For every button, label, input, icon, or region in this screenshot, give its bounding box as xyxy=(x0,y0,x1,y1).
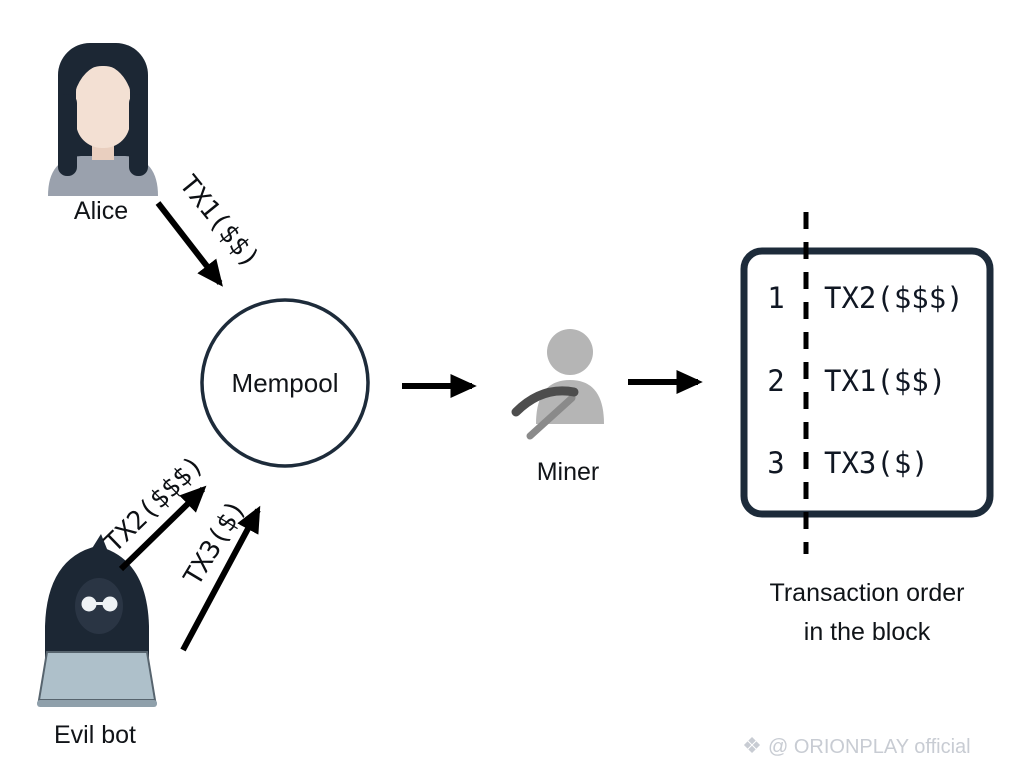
evil-bot-avatar-icon xyxy=(37,534,157,707)
watermark-label: @ ORIONPLAY official xyxy=(768,736,971,758)
block-row-3: 3 TX3($) xyxy=(767,446,929,480)
block-caption-line2: in the block xyxy=(804,618,931,646)
evil-bot-glasses-left xyxy=(81,596,97,612)
miner-head xyxy=(547,329,593,375)
arrow-evilbot-tx3-to-mempool xyxy=(180,505,261,652)
mempool-label: Mempool xyxy=(232,368,339,398)
block-row-3-order: 3 xyxy=(767,446,784,480)
evil-bot-glasses-bridge xyxy=(94,602,103,605)
alice-bangs xyxy=(75,58,131,92)
evil-bot-laptop-icon xyxy=(37,651,157,701)
pickaxe-blade-icon xyxy=(511,386,579,417)
block-row-1-order: 1 xyxy=(767,281,784,315)
block-caption-line1: Transaction order xyxy=(770,579,965,607)
watermark-icon: ❖ xyxy=(742,733,762,758)
miner-avatar-icon xyxy=(511,329,604,440)
watermark: ❖ @ ORIONPLAY official xyxy=(742,733,970,758)
evil-bot-face xyxy=(75,578,123,634)
block-row-2-tx: TX1($$) xyxy=(824,364,946,398)
arrow-alice-to-mempool xyxy=(155,201,223,287)
alice-face xyxy=(76,66,130,148)
arrow-evilbot-tx2-to-mempool xyxy=(118,485,207,572)
tx2-arrow-label: TX2($$$) xyxy=(99,450,210,559)
block-row-2: 2 TX1($$) xyxy=(767,364,946,398)
evil-bot-laptop-base xyxy=(37,700,157,707)
evil-bot-label: Evil bot xyxy=(54,721,136,749)
mempool-circle xyxy=(200,298,370,468)
block-row-3-tx: TX3($) xyxy=(824,446,929,480)
block-row-1: 1 TX2($$$) xyxy=(767,281,963,315)
alice-label: Alice xyxy=(74,197,128,225)
miner-label: Miner xyxy=(537,458,600,486)
evil-bot-glasses-right xyxy=(102,596,118,612)
block-row-2-order: 2 xyxy=(767,364,784,398)
alice-hair-strand-right xyxy=(129,94,148,176)
block-row-1-tx: TX2($$$) xyxy=(824,281,964,315)
alice-avatar-icon xyxy=(48,43,158,196)
pickaxe-handle-icon xyxy=(526,394,576,440)
alice-hair-strand-left xyxy=(58,94,77,176)
tx1-arrow-label: TX1($$) xyxy=(173,170,265,274)
